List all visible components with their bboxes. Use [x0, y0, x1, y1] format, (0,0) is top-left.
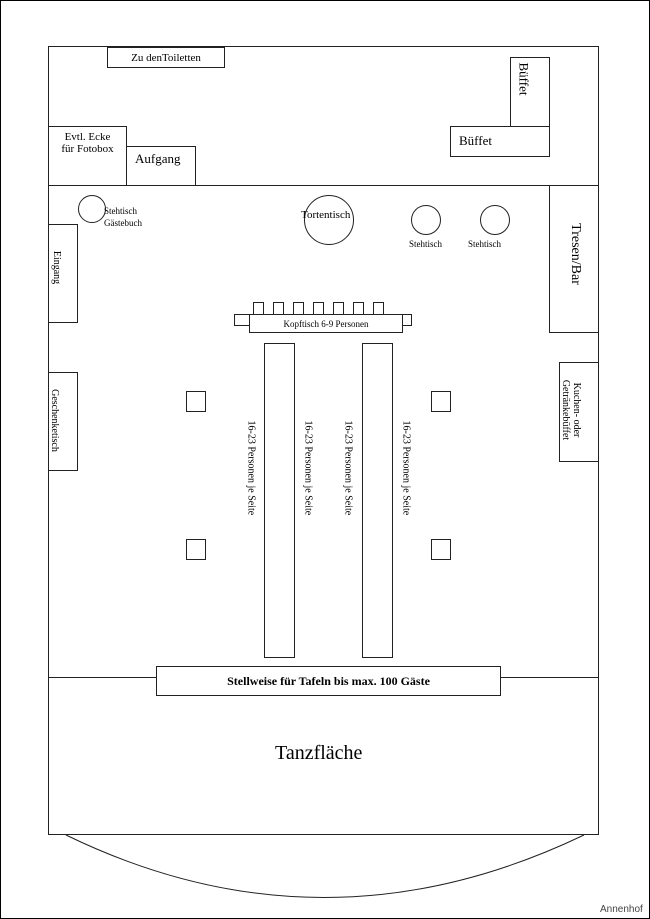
entrance: Eingang [48, 224, 78, 323]
upper-divider [48, 185, 599, 186]
bar-counter: Tresen/Bar [549, 185, 599, 333]
guestbook-table [78, 195, 106, 223]
standing-table-1 [411, 205, 441, 235]
standing-table-2-label: Stehtisch [468, 239, 501, 249]
cake-table-label: Tortentisch [301, 209, 351, 221]
photo-corner: Evtl. Ecke für Fotobox [48, 126, 127, 186]
buffet-horizontal-label: Büffet [459, 133, 492, 148]
photo-corner-label-1: Evtl. Ecke [64, 131, 111, 143]
guestbook-label: Stehtisch Gästebuch [104, 205, 142, 229]
guestbook-label-1: Stehtisch [104, 206, 137, 216]
cake-buffet: Kuchen- oder Getränkebüffet [559, 362, 599, 462]
pillar [431, 391, 451, 412]
dance-floor-label: Tanzfläche [275, 742, 363, 764]
photo-corner-label-2: für Fotobox [61, 143, 114, 155]
head-table-wing-left [234, 314, 250, 326]
table-side-label-2: 16-23 Personen je Seite [302, 420, 314, 516]
stairs: Aufgang [126, 146, 196, 186]
cake-buffet-label-2: Getränkebüffet [560, 379, 572, 441]
toilets-sign: Zu denToiletten [107, 47, 225, 68]
buffet-vertical: Büffet [510, 57, 550, 127]
toilets-label: Zu denToiletten [131, 51, 201, 64]
stairs-label: Aufgang [135, 151, 181, 166]
pillar [186, 539, 206, 560]
table-side-label-4: 16-23 Personen je Seite [400, 420, 412, 516]
capacity-note: Stellweise für Tafeln bis max. 100 Gäste [156, 666, 501, 696]
standing-table-2 [480, 205, 510, 235]
entrance-label: Eingang [51, 250, 63, 285]
pillar [186, 391, 206, 412]
head-table-label: Kopftisch 6-9 Personen [283, 318, 369, 329]
head-table: Kopftisch 6-9 Personen [249, 314, 403, 333]
gift-table-label: Geschenketisch [48, 389, 60, 452]
cake-table [304, 195, 354, 245]
standing-table-1-label: Stehtisch [409, 239, 442, 249]
buffet-vertical-label: Büffet [516, 62, 532, 96]
bar-label: Tresen/Bar [567, 223, 583, 285]
table-side-label-1: 16-23 Personen je Seite [245, 420, 257, 516]
long-table-2 [362, 343, 393, 658]
guestbook-label-2: Gästebuch [104, 218, 142, 228]
long-table-1 [264, 343, 295, 658]
watermark: Annenhof [600, 904, 643, 915]
pillar [431, 539, 451, 560]
cake-buffet-label-1: Kuchen- oder [571, 382, 583, 438]
table-side-label-3: 16-23 Personen je Seite [342, 420, 354, 516]
buffet-horizontal: Büffet [450, 126, 550, 157]
cake-buffet-label: Kuchen- oder Getränkebüffet [560, 380, 582, 440]
capacity-note-label: Stellweise für Tafeln bis max. 100 Gäste [227, 673, 430, 688]
gift-table: Geschenketisch [48, 372, 78, 471]
